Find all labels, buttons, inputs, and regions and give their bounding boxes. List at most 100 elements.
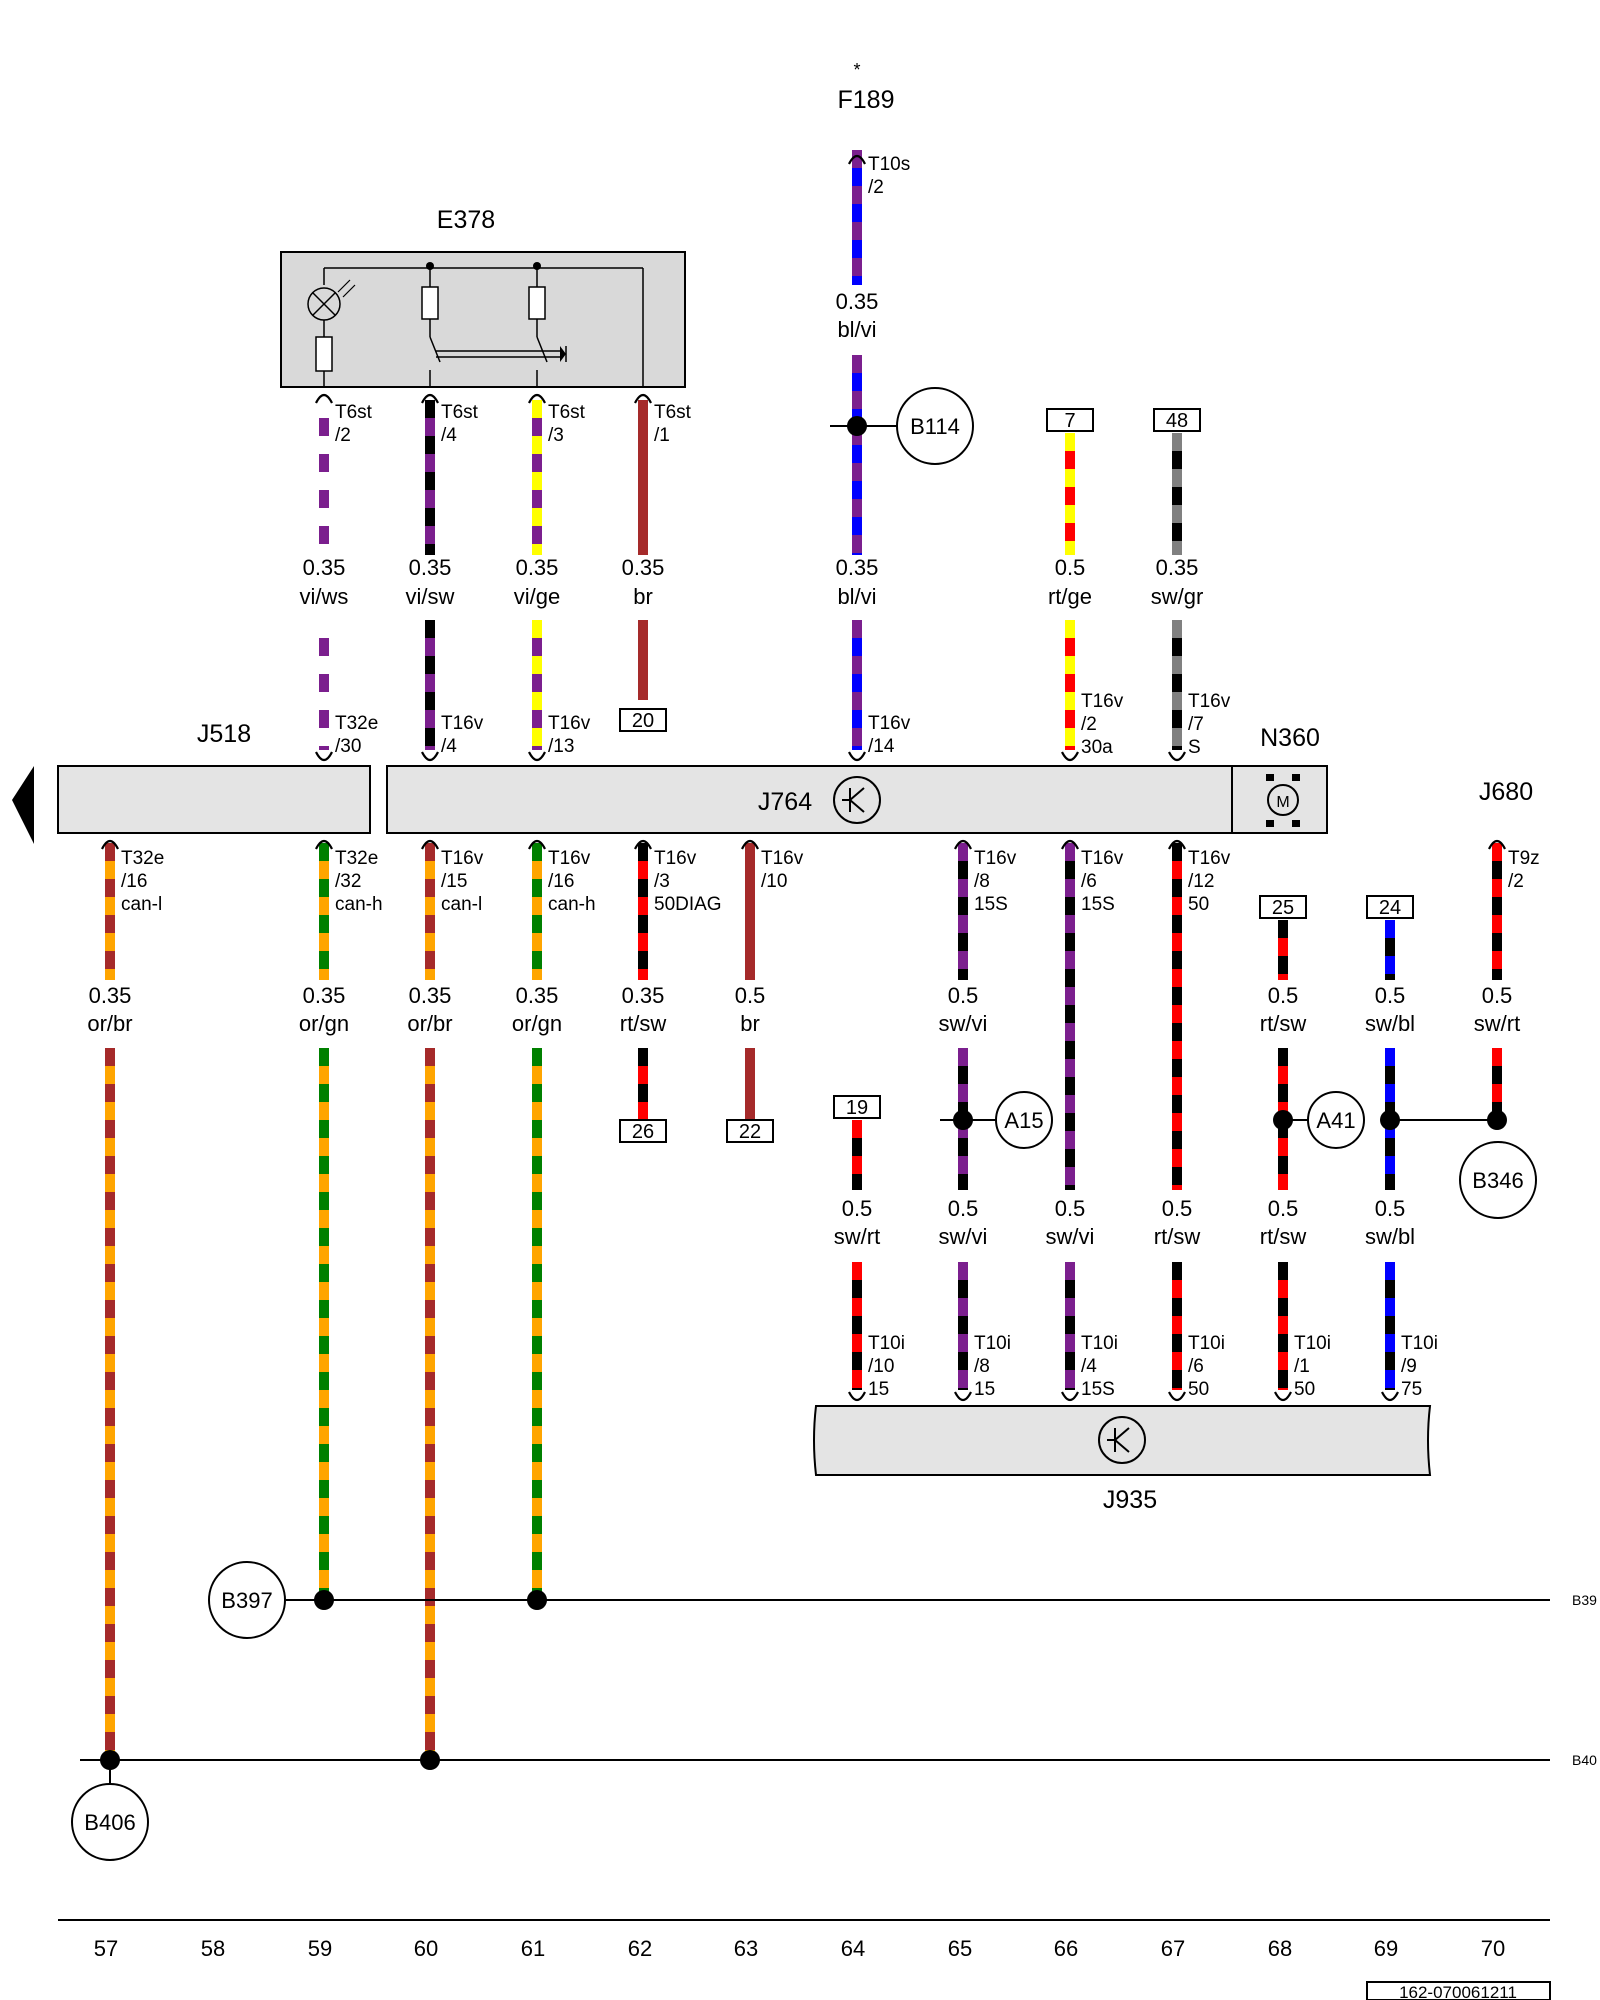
wire-color: sw/gr [1151, 584, 1204, 609]
ref-48-label: 48 [1166, 410, 1188, 432]
ref-box-48[interactable]: 48 [1153, 408, 1201, 432]
j680-label: J680 [1479, 778, 1533, 806]
ref-box-25[interactable]: 25 [1259, 895, 1307, 919]
wire-color: rt/sw [1260, 1011, 1307, 1036]
wire-size: 0.5 [1055, 555, 1086, 580]
connector-pin: /14 [868, 736, 895, 757]
connector-name: T6st [548, 402, 586, 423]
node-b114[interactable]: B114 [870, 387, 974, 465]
j935-control-unit[interactable]: J935 [813, 1405, 1432, 1514]
connector-name: T6st [654, 402, 692, 423]
connector-name: T16v [441, 713, 484, 734]
column-number: 68 [1268, 1936, 1292, 1961]
reference-boxes[interactable]: 20 7 48 25 24 26 22 19 [619, 408, 1414, 1143]
connector-name: T10i [974, 1333, 1011, 1354]
column-number: 62 [628, 1936, 652, 1961]
f189-component[interactable]: * F189 [838, 60, 895, 114]
connector-terminal: 15 [974, 1379, 995, 1400]
wire-size: 0.35 [1156, 555, 1199, 580]
connector-name: T16v [654, 848, 697, 869]
node-b346[interactable]: B346 [1459, 1141, 1537, 1219]
connector-pin: /1 [1294, 1356, 1310, 1377]
wire-size: 0.5 [1162, 1196, 1193, 1221]
ref-24-label: 24 [1379, 897, 1401, 919]
node-a41-label: A41 [1316, 1108, 1355, 1133]
connector-pin: /7 [1188, 714, 1204, 735]
connector-pin: /2 [1508, 871, 1524, 892]
continuation-arrow-icon [12, 766, 34, 844]
wire-color: vi/sw [406, 584, 455, 609]
connector-terminal: 50 [1188, 894, 1209, 915]
ref-box-24[interactable]: 24 [1366, 895, 1414, 919]
connector-pin: /4 [441, 736, 457, 757]
connector-terminal: 15S [974, 894, 1008, 915]
column-number: 58 [201, 1936, 225, 1961]
connector-name: T6st [441, 402, 479, 423]
j764-control-unit[interactable]: J764 M N360 [386, 724, 1328, 834]
wire-size: 0.5 [842, 1196, 873, 1221]
connector-name: T10i [1188, 1333, 1225, 1354]
connector-terminal: can-l [441, 894, 482, 915]
ref-20-label: 20 [632, 710, 654, 732]
wire-size: 0.5 [1482, 983, 1513, 1008]
transistor-icon [1107, 1427, 1130, 1453]
column-number: 60 [414, 1936, 438, 1961]
ref-box-7[interactable]: 7 [1046, 408, 1094, 432]
ref-box-26[interactable]: 26 [619, 1119, 667, 1143]
wire-color: rt/sw [1154, 1224, 1201, 1249]
wire-size: 0.5 [948, 1196, 979, 1221]
connector-pin: /8 [974, 871, 990, 892]
e378-label: E378 [437, 206, 495, 234]
node-b406[interactable]: B406 [71, 1760, 149, 1861]
connector-terminal: 50 [1294, 1379, 1315, 1400]
node-a41[interactable]: A41 [1283, 1091, 1365, 1149]
node-labels[interactable]: B114 A15 A41 B346 B397 B406 [71, 387, 1537, 1861]
wire-color: rt/sw [1260, 1224, 1307, 1249]
node-b114-label: B114 [910, 414, 960, 439]
wire-size: 0.5 [1375, 983, 1406, 1008]
connector-pin: /4 [441, 425, 457, 446]
column-number: 59 [308, 1936, 332, 1961]
connector-terminal: can-l [121, 894, 162, 915]
connector-name: T9z [1508, 848, 1540, 869]
wire-size: 0.5 [1375, 1196, 1406, 1221]
e378-switch[interactable]: E378 [280, 206, 686, 388]
connector-pin: /8 [974, 1356, 990, 1377]
wire-labels: 0.35 vi/ws 0.35 vi/sw 0.35 vi/ge 0.35 br… [87, 289, 1520, 1249]
wire-color: sw/bl [1365, 1011, 1415, 1036]
ref-box-19[interactable]: 19 [833, 1095, 881, 1119]
column-number: 67 [1161, 1936, 1185, 1961]
connector-terminal: 75 [1401, 1379, 1422, 1400]
connector-pin: /15 [441, 871, 467, 892]
ref-box-20[interactable]: 20 [619, 708, 667, 732]
j935-label: J935 [1103, 1486, 1157, 1514]
wire-color: sw/vi [939, 1011, 988, 1036]
connector-name: T16v [1081, 848, 1124, 869]
wire-color: or/br [87, 1011, 132, 1036]
connector-name: T16v [868, 713, 911, 734]
wire-size: 0.35 [303, 983, 346, 1008]
node-b397[interactable]: B397 [208, 1561, 324, 1639]
wire-size: 0.35 [89, 983, 132, 1008]
connector-pin: /10 [868, 1356, 894, 1377]
connector-name: T10i [1294, 1333, 1331, 1354]
wire-size: 0.35 [516, 555, 559, 580]
ref-19-label: 19 [846, 1097, 868, 1119]
transistor-icon [842, 787, 865, 813]
ref-box-22[interactable]: 22 [726, 1119, 774, 1143]
motor-letter: M [1276, 794, 1289, 811]
connector-name: T32e [335, 713, 378, 734]
node-b397-label: B397 [221, 1588, 272, 1613]
wire-size: 0.5 [735, 983, 766, 1008]
j518-control-unit[interactable]: J518 [12, 720, 371, 844]
node-b406-label: B406 [84, 1810, 135, 1835]
wire-size: 0.35 [516, 983, 559, 1008]
connector-name: T16v [548, 713, 591, 734]
column-number: 63 [734, 1936, 758, 1961]
j518-label: J518 [197, 720, 251, 748]
connector-name: T16v [974, 848, 1017, 869]
wire-color: sw/rt [834, 1224, 880, 1249]
connector-terminal: 15S [1081, 1379, 1115, 1400]
connector-pin: /2 [868, 177, 884, 198]
node-a15[interactable]: A15 [963, 1091, 1053, 1149]
